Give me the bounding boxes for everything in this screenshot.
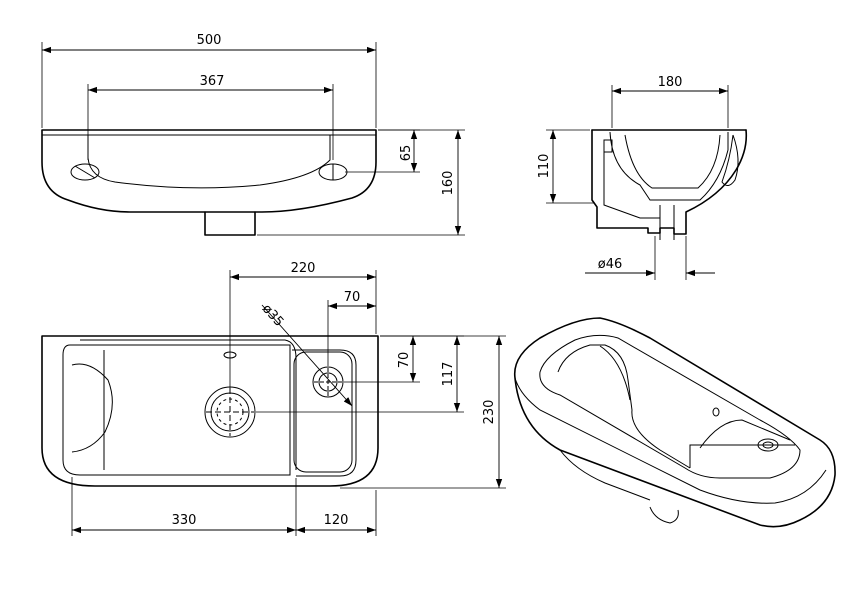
- isometric-view: [513, 317, 836, 528]
- plan-view: 220 ø35 70 70 117 230 330 120: [41, 261, 506, 536]
- dim-top-total-height: 160: [441, 171, 456, 196]
- dim-section-width: 180: [658, 75, 683, 90]
- dim-section-height: 110: [537, 154, 552, 179]
- dim-plan-depth: 230: [482, 400, 497, 425]
- section-view: 180 110 ø46: [537, 75, 748, 280]
- dim-top-rim-height: 65: [399, 145, 414, 162]
- dim-plan-waste-y: 117: [441, 362, 456, 387]
- dim-plan-basin-width: 330: [172, 513, 197, 528]
- dim-section-waste-dia: ø46: [598, 257, 623, 272]
- dim-plan-tap-offset-x: 70: [344, 290, 361, 305]
- dim-plan-tap-offset-y: 70: [397, 352, 412, 369]
- front-elevation-view: 500 367 65 160: [41, 33, 465, 236]
- dim-top-overall-width: 500: [197, 33, 222, 48]
- dim-plan-deck-width: 120: [324, 513, 349, 528]
- dim-top-hole-spacing: 367: [200, 74, 225, 89]
- dim-plan-waste-offset: 220: [291, 261, 316, 276]
